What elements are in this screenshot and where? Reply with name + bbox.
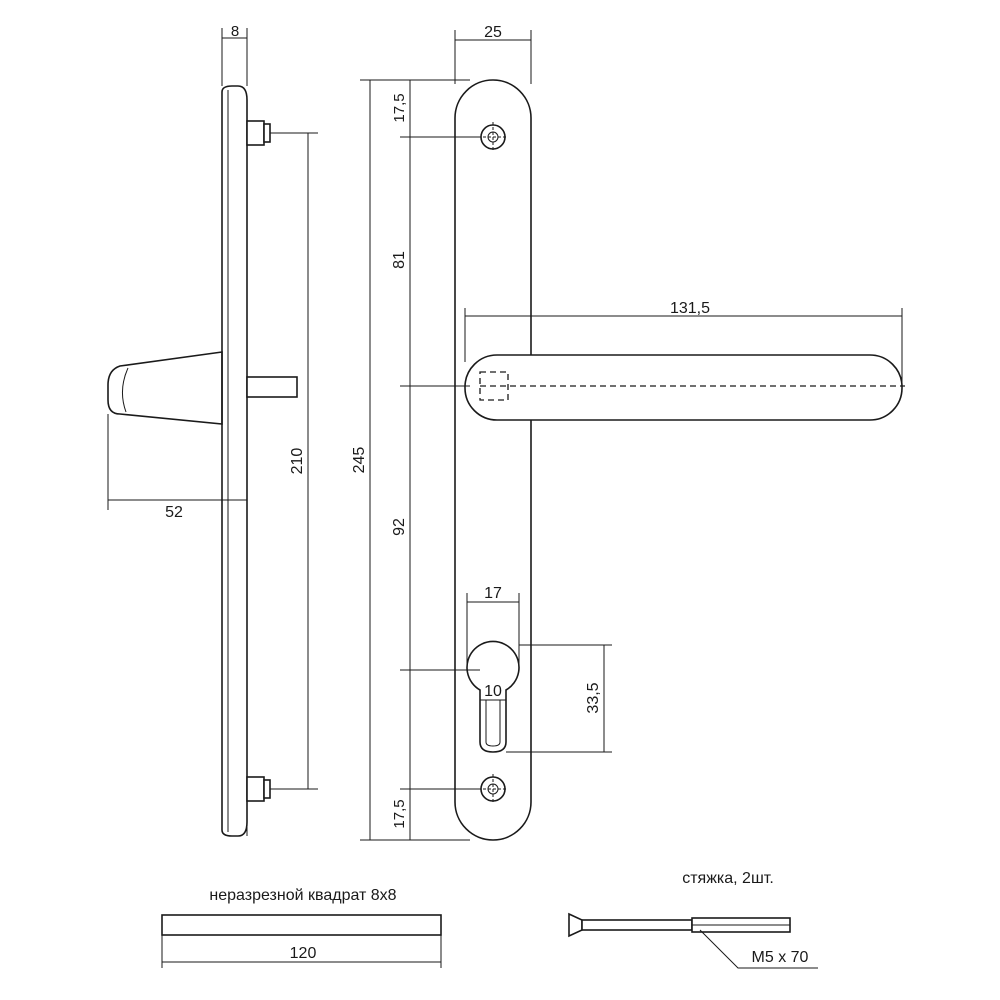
front-view: 25 245 17,5 81 92 17,5 131,5 17 10 33 bbox=[351, 24, 905, 841]
top-screw-head bbox=[263, 123, 271, 143]
spindle-length: 120 bbox=[290, 945, 317, 962]
bolt-caption: стяжка, 2шт. bbox=[682, 870, 774, 887]
side-view: 8 52 210 bbox=[107, 23, 318, 837]
dim-cylinder-diameter: 17 bbox=[484, 585, 502, 602]
dim-top-screw-offset: 17,5 bbox=[391, 93, 408, 122]
side-plate-outline bbox=[221, 85, 248, 837]
spindle-bar bbox=[161, 914, 442, 936]
dim-side-depth: 52 bbox=[165, 504, 183, 521]
dim-screw-to-handle: 81 bbox=[391, 251, 408, 269]
spindle-caption: неразрезной квадрат 8x8 bbox=[209, 887, 396, 904]
dim-side-screw-spacing: 210 bbox=[289, 448, 306, 475]
bottom-screw-head bbox=[263, 779, 271, 799]
side-handle-grip-line bbox=[122, 367, 129, 413]
side-handle-profile bbox=[107, 351, 223, 425]
front-lever-handle bbox=[464, 354, 903, 421]
dim-cylinder-slot-width: 10 bbox=[484, 683, 502, 700]
bottom-screw-boss bbox=[246, 776, 265, 802]
dim-side-thickness: 8 bbox=[231, 23, 239, 40]
bolt-detail: стяжка, 2шт. M5 x 70 bbox=[568, 870, 818, 969]
dim-plate-width: 25 bbox=[484, 24, 502, 41]
cylinder-cutout bbox=[466, 640, 520, 753]
bolt-spec-leader bbox=[699, 929, 818, 969]
bolt-shank bbox=[581, 919, 693, 931]
side-spindle-stub bbox=[246, 376, 298, 398]
top-screw-boss bbox=[246, 120, 265, 146]
dim-handle-length: 131,5 bbox=[670, 300, 710, 317]
dim-bottom-screw-offset: 17,5 bbox=[391, 799, 408, 828]
bolt-head bbox=[568, 912, 583, 938]
bolt-spec: M5 x 70 bbox=[752, 949, 809, 966]
dim-cylinder-height: 33,5 bbox=[585, 682, 602, 713]
dim-handle-to-cylinder: 92 bbox=[391, 518, 408, 536]
front-spindle-square bbox=[479, 371, 509, 401]
spindle-detail: неразрезной квадрат 8x8 120 bbox=[161, 887, 442, 968]
dim-plate-length: 245 bbox=[351, 447, 368, 474]
